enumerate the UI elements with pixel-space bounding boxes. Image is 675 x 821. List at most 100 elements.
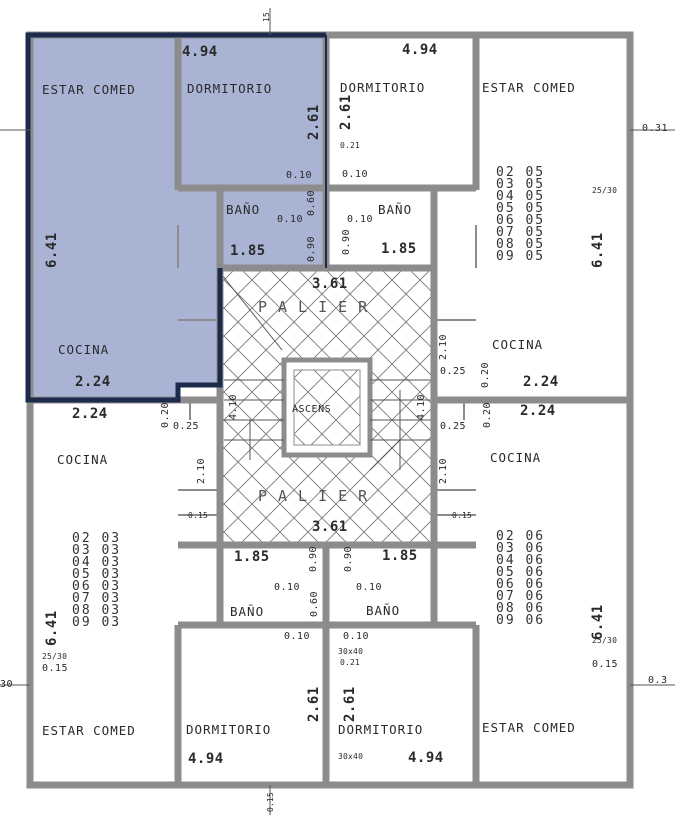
dimension-label: 0.10: [286, 170, 313, 181]
unit-number: 04 06: [496, 553, 546, 568]
dimension-label: 4.10: [416, 393, 427, 420]
unit-number: 04 03: [72, 555, 122, 570]
dimension-label: 6.41: [44, 610, 60, 646]
walls: [26, 31, 634, 789]
room-label-bano: BAÑO: [226, 202, 261, 217]
dimension-label: 2.10: [196, 457, 207, 484]
dimension-label: 0.10: [347, 214, 374, 225]
unit-number: 09 03: [72, 615, 122, 630]
unit-number: 03 06: [496, 541, 546, 556]
dimension-label: 0.3: [648, 675, 668, 686]
dimension-label: 0.31: [642, 123, 669, 134]
dimension-label: 1.85: [230, 243, 266, 259]
dimension-label: 0.10: [343, 631, 370, 642]
dimension-label: 1.85: [234, 549, 270, 565]
dimension-label: 6.41: [590, 604, 606, 640]
unit-number: 02 03: [72, 531, 122, 546]
dimension-label: 0.60: [306, 189, 317, 216]
room-label-cocina: COCINA: [490, 450, 542, 465]
dimension-label: 2.24: [520, 403, 556, 419]
dimension-label: 0.90: [341, 228, 352, 255]
dimension-label: 0.21: [340, 141, 361, 150]
dimension-label: 0.15: [188, 511, 209, 520]
unit-number: 06 03: [72, 579, 122, 594]
dimension-label: 3.61: [312, 519, 348, 535]
dimension-label: 25/30: [42, 652, 68, 661]
unit-number: 09 05: [496, 249, 546, 264]
dimension-label: 15: [262, 11, 271, 22]
dimension-label: 4.94: [182, 44, 218, 60]
unit-number: 03 03: [72, 543, 122, 558]
dimension-label: 0.25: [440, 421, 467, 432]
unit-number: 05 06: [496, 565, 546, 580]
dimension-label: 0.90: [343, 545, 354, 572]
dimension-label: 4.94: [408, 750, 444, 766]
room-label-cocina: COCINA: [492, 337, 544, 352]
dimension-label: 0.25: [173, 421, 200, 432]
room-label-dormitorio: DORMITORIO: [186, 722, 272, 737]
room-label-estar-comedor: ESTAR COMED: [482, 80, 576, 95]
unit-number: 02 05: [496, 165, 546, 180]
dimension-label: 2.10: [438, 457, 449, 484]
unit-number: 08 06: [496, 601, 546, 616]
unit-number-list: 02 06 03 06 04 06 05 06 06 06 07 06 08 0…: [496, 529, 546, 627]
dimension-label: 6.41: [44, 232, 60, 268]
room-label-dormitorio: DORMITORIO: [187, 81, 273, 96]
dimension-label: 0.10: [277, 214, 304, 225]
dimension-label: 30x40: [338, 752, 364, 761]
unit-number: 02 06: [496, 529, 546, 544]
room-label-dormitorio: DORMITORIO: [340, 80, 426, 95]
unit-number: 08 03: [72, 603, 122, 618]
unit-number: 06 06: [496, 577, 546, 592]
unit-number-list: 02 05 03 05 04 05 05 05 06 05 07 05 08 0…: [496, 165, 546, 264]
dimension-label: 2.61: [306, 104, 322, 140]
room-label-cocina: COCINA: [57, 452, 109, 467]
unit-number: 05 03: [72, 567, 122, 582]
unit-number: 03 05: [496, 177, 546, 192]
dimension-label: 0.15: [452, 511, 473, 520]
dimension-label: 30: [0, 679, 14, 690]
palier-label: PALIER: [258, 298, 379, 316]
dimension-label: 4.94: [402, 42, 438, 58]
room-label-bano: BAÑO: [366, 603, 401, 618]
dimension-label: 4.94: [188, 751, 224, 767]
dimension-label: 0.10: [284, 631, 311, 642]
dimension-label: 0.10: [356, 582, 383, 593]
unit-number: 06 05: [496, 213, 546, 228]
dimension-label: 6.41: [590, 232, 606, 268]
dimension-label: 0.90: [308, 545, 319, 572]
dimension-label: 4.10: [228, 393, 239, 420]
dimension-label: 2.24: [75, 374, 111, 390]
dimension-label: 0.15: [42, 663, 69, 674]
dimension-label: 3.61: [312, 276, 348, 292]
dimension-label: 2.24: [523, 374, 559, 390]
dimension-label: 0.20: [482, 401, 493, 428]
dimension-label: 0.21: [340, 658, 361, 667]
dimension-label: 2.61: [306, 686, 322, 722]
palier-label: PALIER: [258, 487, 379, 505]
room-label-estar-comedor: ESTAR COMED: [482, 720, 576, 735]
unit-number-list: 02 03 03 03 04 03 05 03 06 03 07 03 08 0…: [72, 531, 122, 630]
dimension-label: 1.85: [382, 548, 418, 564]
dimension-label: 2.61: [342, 686, 358, 722]
dimension-label: 0.15: [266, 791, 275, 812]
unit-number: 07 03: [72, 591, 122, 606]
dimension-label: 0.10: [274, 582, 301, 593]
unit-number: 07 05: [496, 225, 546, 240]
highlighted-apartment: [28, 35, 326, 400]
dimension-label: 2.10: [438, 333, 449, 360]
highlight-border: [25, 32, 326, 403]
edge-ticks: [0, 8, 675, 815]
elevator-label: ASCENS: [292, 404, 332, 415]
dimension-label: 1.85: [381, 241, 417, 257]
dimension-label: 0.15: [592, 659, 619, 670]
dimension-label: 0.20: [480, 361, 491, 388]
unit-number: 07 06: [496, 589, 546, 604]
unit-number: 04 05: [496, 189, 546, 204]
dimension-label: 25/30: [592, 186, 618, 195]
room-label-bano: BAÑO: [230, 604, 265, 619]
room-label-estar-comedor: ESTAR COMED: [42, 723, 136, 738]
room-label-cocina: COCINA: [58, 342, 110, 357]
dimension-label: 0.10: [342, 169, 369, 180]
